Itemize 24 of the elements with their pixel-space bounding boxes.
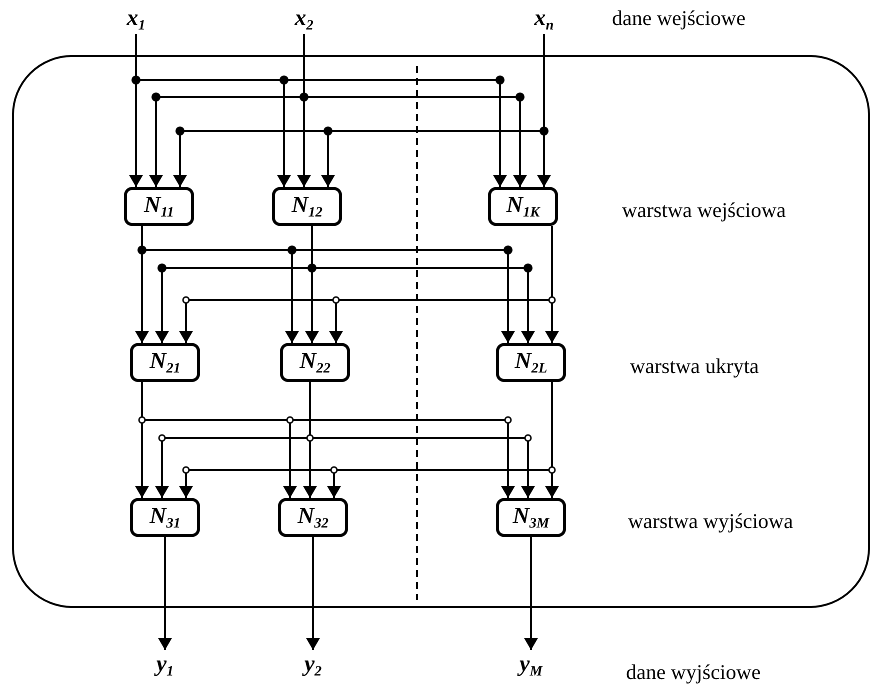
neuron-box: N$_{32}$ [278,498,348,537]
neuron-box: N$_{12}$ [272,187,342,226]
layer-label: warstwa wejściowa [622,198,786,223]
layer-label: dane wyjściowe [626,660,761,685]
neuron-box: N$_{2L}$ [496,343,566,382]
network-frame [12,55,870,608]
neuron-box: N$_{22}$ [280,343,350,382]
neuron-box: N$_{31}$ [130,498,200,537]
input-label: x$_{2}$ [279,4,329,34]
output-label: y$_{2}$ [288,650,338,680]
neuron-box: N$_{11}$ [124,187,194,226]
output-label: y$_{M}$ [506,650,556,680]
arrow [306,537,320,650]
arrow [158,537,172,650]
neuron-box: N$_{21}$ [130,343,200,382]
neuron-box: N$_{3M}$ [496,498,566,537]
arrow [524,537,538,650]
layer-label: dane wejściowe [612,6,746,31]
neuron-box: N$_{1K}$ [488,187,558,226]
input-label: x$_{1}$ [111,4,161,34]
layer-label: warstwa wyjściowa [628,509,794,534]
layer-label: warstwa ukryta [630,354,759,379]
output-label: y$_{1}$ [140,650,190,680]
input-label: x$_{n}$ [519,4,569,34]
